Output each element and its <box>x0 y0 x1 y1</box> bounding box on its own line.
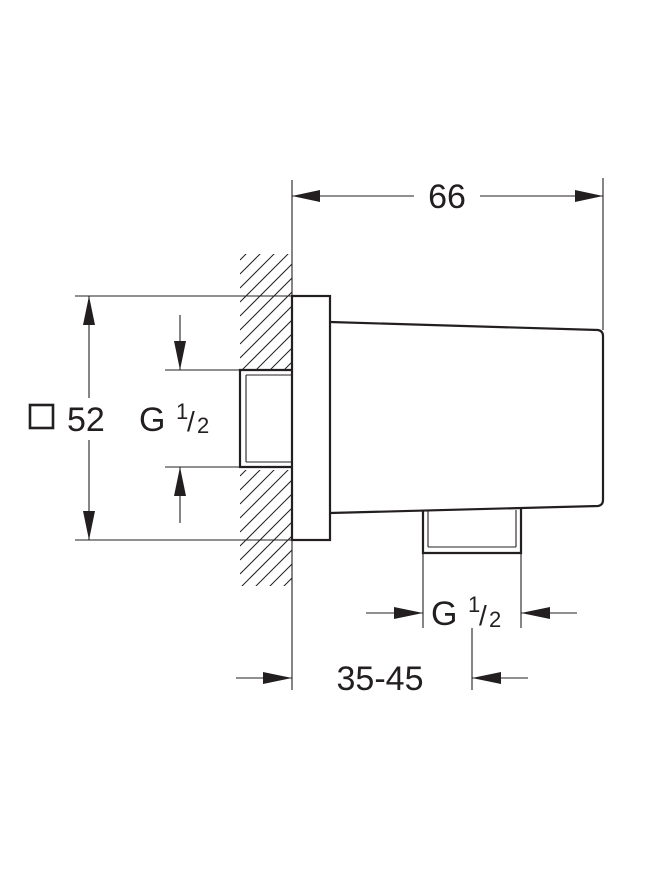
flange-plate <box>290 294 332 542</box>
wall-hatch-line <box>240 305 292 359</box>
wall-hatch-line <box>240 620 292 672</box>
dim-35-45-label: 35-45 <box>337 660 424 698</box>
wall-hatch-line <box>255 333 292 370</box>
wall-hatch-line <box>240 507 292 561</box>
wall-hatching-bottom <box>240 410 292 672</box>
wall-hatch-line <box>240 194 292 246</box>
wall-hatch-line <box>240 521 292 575</box>
wall-hatch-line <box>240 493 292 547</box>
wall-hatch-line <box>240 291 292 345</box>
inlet-dim-arrow-bottom <box>174 467 186 496</box>
outlet-thread-outline <box>421 509 523 555</box>
outlet-thread-denominator: 2 <box>489 607 501 632</box>
dim-35-45-arrow-right <box>472 672 501 684</box>
inlet-thread-prefix: G <box>139 401 165 439</box>
wall-hatch-line <box>240 470 261 491</box>
wall-hatch-line <box>240 606 292 658</box>
dim-66-arrow-right <box>575 190 603 202</box>
dim-52-arrow-top <box>83 296 95 325</box>
wall-hatch-line <box>269 347 292 370</box>
wall-hatch-line <box>240 254 275 289</box>
dim-66-label: 66 <box>428 178 466 216</box>
wall-hatch-line <box>240 254 289 303</box>
wall-hatch-line <box>240 254 247 261</box>
wall-hatch-line <box>240 254 261 275</box>
inlet-dim-arrow-top <box>174 341 186 370</box>
wall-hatch-line <box>283 577 292 586</box>
dim-66-arrow-left <box>292 190 320 202</box>
inlet-thread-separator: / <box>187 406 195 437</box>
square-icon <box>28 403 55 430</box>
outlet-body <box>329 320 605 515</box>
outlet-thread-prefix: G <box>431 595 457 633</box>
wall-hatch-line <box>240 390 292 442</box>
inlet-thread-numerator: 1 <box>176 399 188 424</box>
inlet-thread-label: G 1 / 2 <box>139 399 209 439</box>
outlet-thread-label: G 1 / 2 <box>431 592 501 633</box>
outlet-dim-arrow-left <box>394 607 423 619</box>
inlet-thread-outline <box>238 368 292 469</box>
wall-hatch-line <box>241 319 292 370</box>
wall-hatch-line <box>240 470 247 477</box>
wall-hatch-line <box>240 404 292 456</box>
wall-hatch-line <box>255 549 292 586</box>
wall-hatch-line <box>240 470 289 519</box>
dim-35-45-arrow-left <box>263 672 292 684</box>
outlet-thread-separator: / <box>479 600 487 631</box>
inlet-thread-denominator: 2 <box>197 413 209 438</box>
outlet-thread-numerator: 1 <box>468 592 480 617</box>
wall-hatch-line <box>240 263 292 317</box>
wall-hatch-line <box>240 592 292 644</box>
wall-hatch-line <box>240 376 292 428</box>
wall-hatch-line <box>240 470 275 505</box>
outlet-dim-arrow-right <box>521 607 550 619</box>
dim-52-arrow-bottom <box>83 511 95 540</box>
wall-hatch-line <box>241 535 292 586</box>
wall-hatch-line <box>240 479 292 533</box>
wall-hatch-line <box>240 277 292 331</box>
wall-hatch-line <box>240 410 292 462</box>
dim-52-label: 52 <box>67 401 105 439</box>
wall-hatching-top <box>240 194 292 456</box>
wall-hatch-line <box>269 563 292 586</box>
